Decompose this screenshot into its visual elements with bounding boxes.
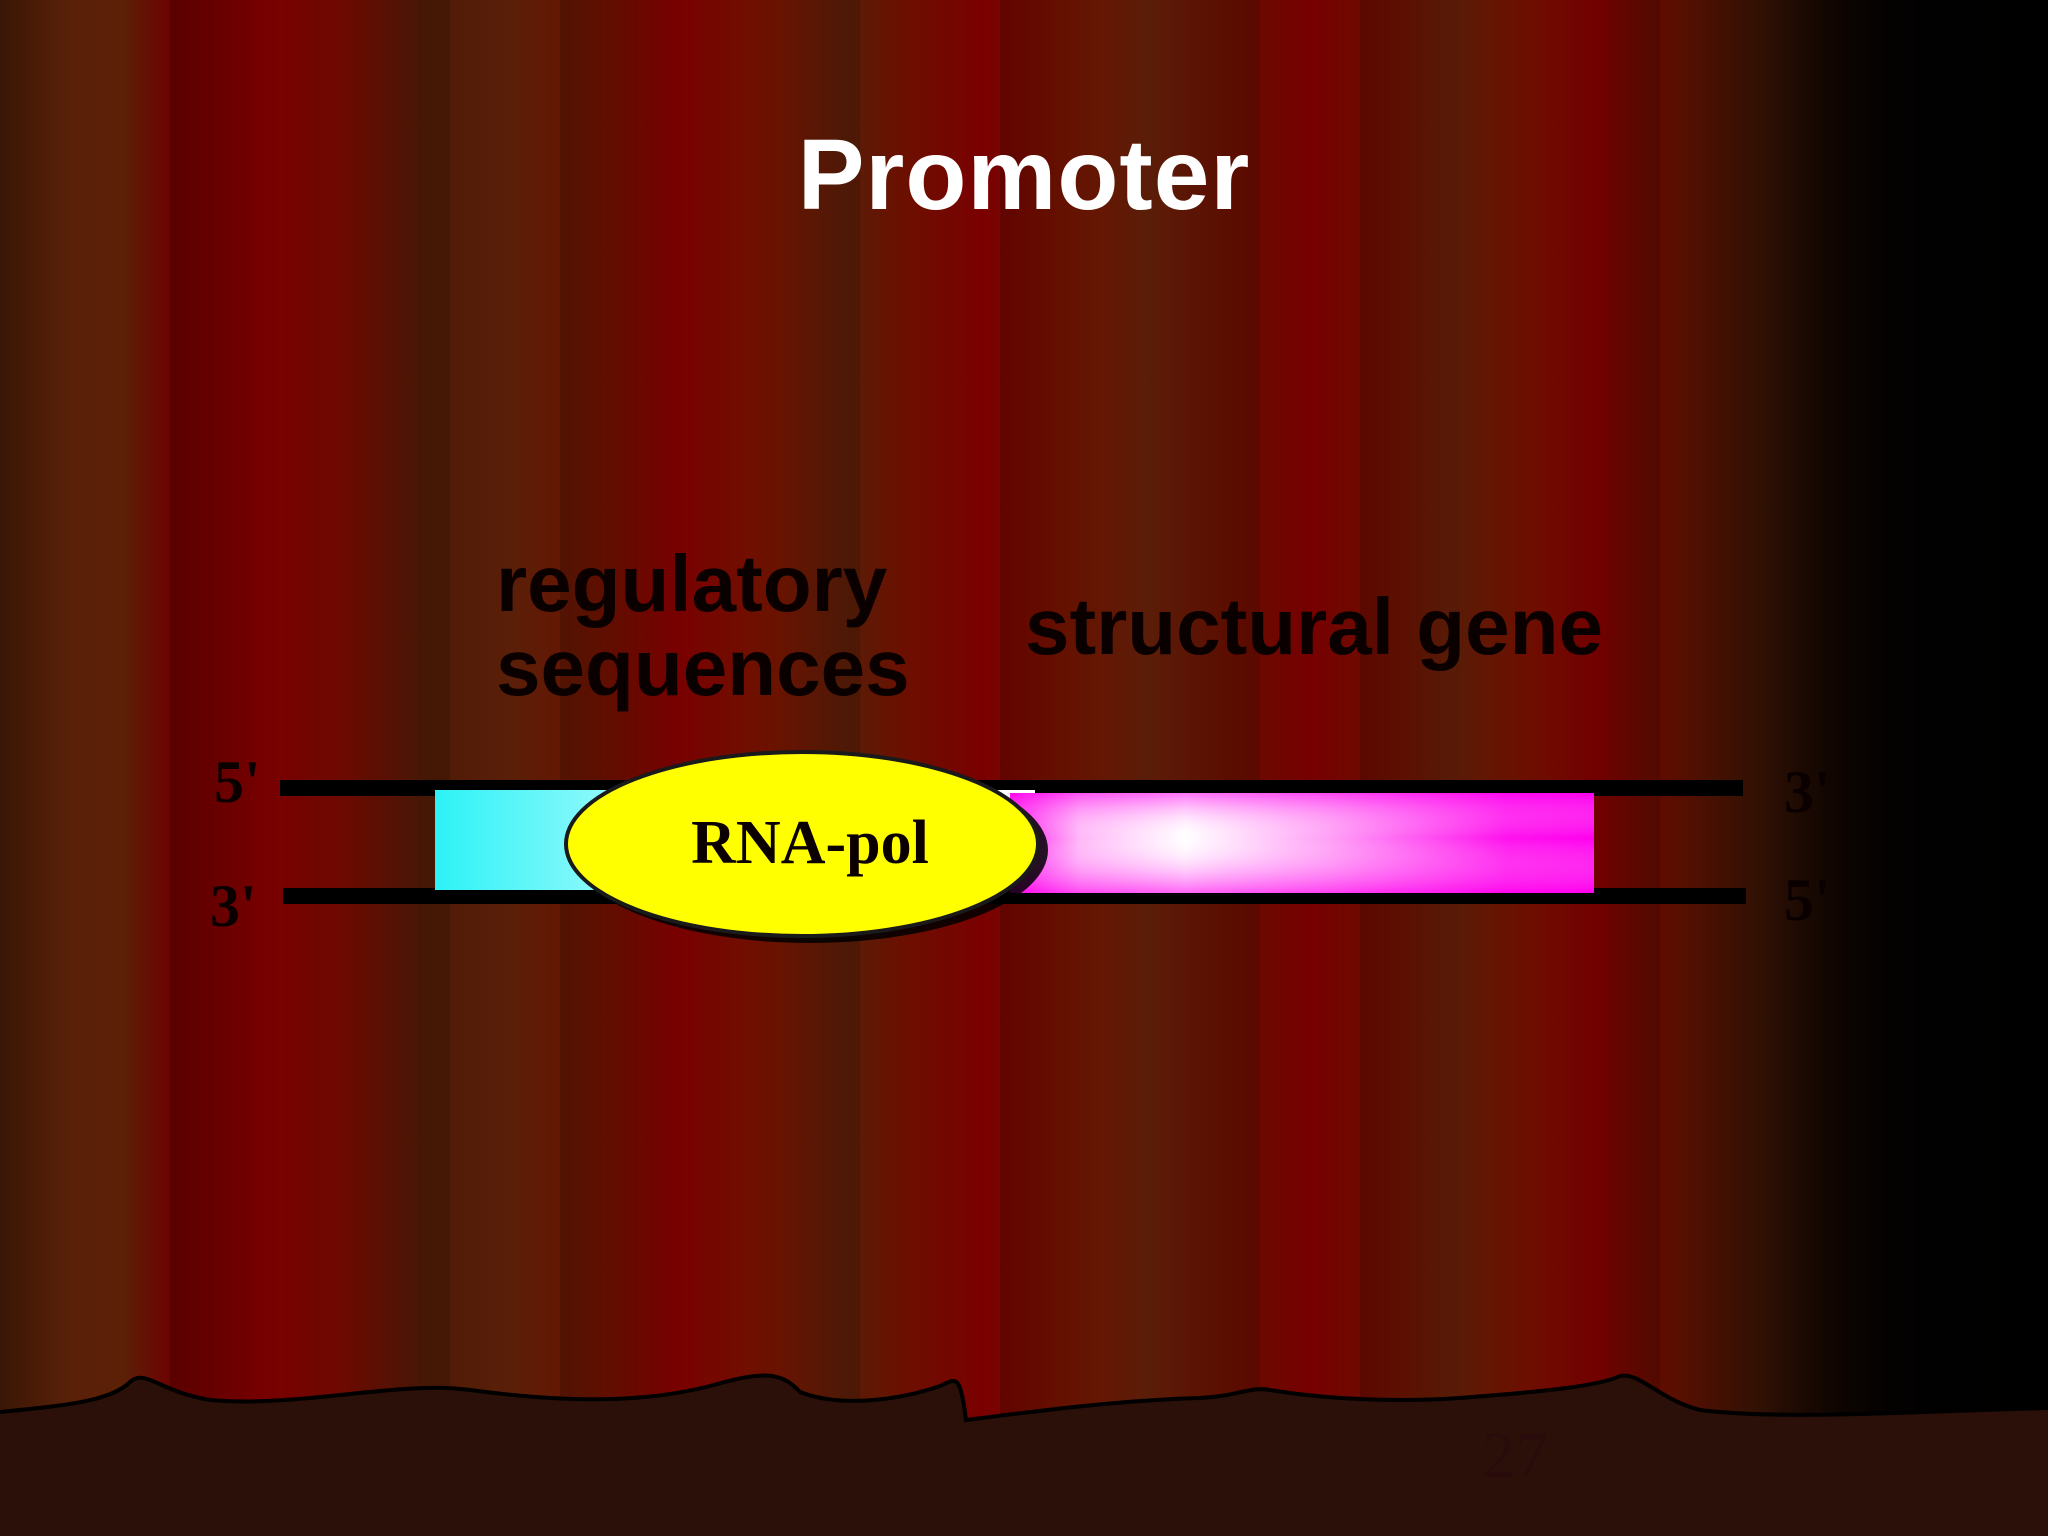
bottom-strand-left-end: 3' — [210, 873, 257, 939]
structural-gene-label: structural gene — [1025, 582, 1603, 671]
curtain-hem-edge — [0, 1373, 2048, 1423]
page-number: 27 — [1482, 1419, 1548, 1492]
regulatory-sequences-label: regulatory sequences — [496, 542, 956, 710]
curtain-fold — [1000, 0, 1260, 1536]
rna-pol-label: RNA-pol — [691, 809, 929, 877]
regulatory-sequences-text: regulatory sequences — [496, 539, 910, 712]
top-strand-left-end: 5' — [214, 749, 261, 815]
curtain-fold — [170, 0, 450, 1536]
top-strand-right-end: 3' — [1784, 759, 1831, 825]
structural-gene-shading — [1010, 793, 1594, 893]
rna-polymerase — [564, 750, 1040, 938]
bottom-strand-right-end: 5' — [1784, 867, 1831, 933]
curtain-fold — [1360, 0, 1660, 1536]
slide-title: Promoter — [797, 119, 1251, 231]
curtain-hem — [0, 1375, 2048, 1536]
